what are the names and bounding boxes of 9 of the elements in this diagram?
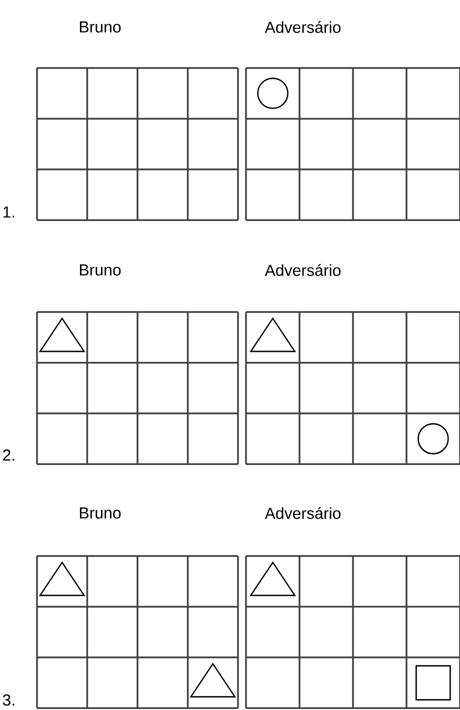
player-name: Adversário — [264, 264, 341, 276]
player-name: Adversário — [264, 21, 341, 33]
row-number: 1. — [3, 206, 14, 218]
player-name: Adversário — [264, 507, 341, 519]
row-number: 2. — [3, 449, 14, 461]
player-name: Bruno — [80, 264, 121, 276]
player-name: Bruno — [80, 507, 121, 519]
player-name: Bruno — [80, 21, 121, 33]
row-number: 3. — [2, 694, 14, 706]
